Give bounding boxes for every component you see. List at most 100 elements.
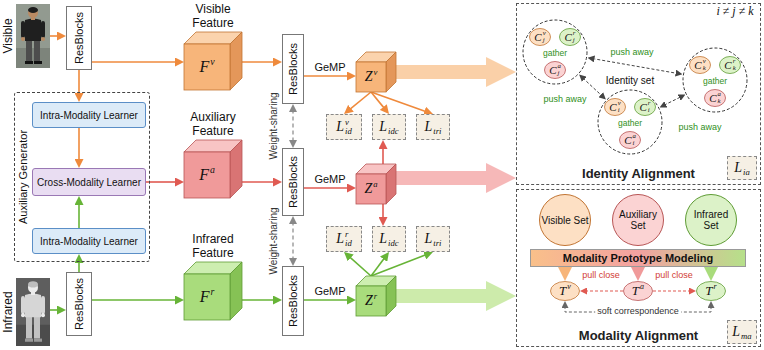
script-slot: v — [618, 100, 621, 107]
script-slot: r — [648, 100, 651, 107]
resblock: ResBlocks — [66, 6, 92, 70]
superscript: r — [210, 286, 214, 297]
math-symbol: T — [705, 284, 712, 297]
person-photo — [16, 4, 50, 68]
loss-box: Lrid — [326, 226, 362, 252]
loss-box: Lidc — [372, 114, 406, 140]
connector — [242, 181, 276, 183]
math-label: Tr — [705, 283, 716, 299]
subscript: ma — [741, 331, 752, 341]
ellipse-fill — [605, 99, 626, 116]
math-scripts: vj — [543, 30, 546, 44]
cube-side — [230, 140, 242, 198]
script-slot: ma — [741, 332, 752, 341]
script-slot: r — [210, 287, 214, 297]
script-slot: v — [703, 58, 706, 65]
dashed-circle — [598, 90, 662, 154]
person-hair — [28, 7, 38, 13]
text-holder: Cai — [619, 131, 641, 149]
connector — [653, 290, 691, 291]
embedding-cube: Zr — [356, 276, 396, 316]
math-scripts: vk — [703, 58, 706, 72]
set-label: Visible Set — [541, 215, 589, 226]
loss-box: Ltri — [416, 226, 450, 252]
ellipse-fill — [697, 282, 726, 301]
cube-face-text: Fa — [184, 152, 230, 198]
connector-label: GeMP — [314, 285, 345, 297]
connector-label: GeMP — [314, 61, 345, 73]
superscript: v — [567, 282, 571, 291]
text-holder: Lidc — [373, 115, 405, 139]
script-slot: v — [543, 30, 546, 37]
set-circle: Infrared Set — [685, 194, 737, 246]
math-label: Lidc — [379, 118, 398, 135]
connector — [382, 146, 384, 164]
math-scripts: aj — [557, 63, 560, 77]
math-label: Lia — [734, 159, 750, 176]
math-scripts: r — [210, 287, 214, 307]
loss-box: Lvid — [326, 114, 362, 140]
center-ellipse: Cai — [619, 131, 641, 149]
prototype-ellipse: Ta — [623, 281, 653, 301]
connector — [561, 267, 569, 271]
math-label: Fv — [199, 57, 214, 77]
math-symbol: C — [565, 32, 572, 43]
math-label: Tv — [559, 283, 571, 299]
set-label: Infrared Set — [687, 209, 735, 231]
center-ellipse: Cvk — [689, 56, 711, 74]
connector — [583, 78, 603, 96]
feature-cube: FrInfrared Feature — [184, 262, 242, 320]
ellipse-fill — [530, 29, 551, 46]
subscript: k — [733, 64, 736, 71]
script-slot: ia — [743, 168, 750, 177]
person-leg — [26, 315, 32, 338]
script-slot: r — [733, 58, 736, 65]
connector — [50, 309, 60, 311]
person-photo — [16, 278, 50, 346]
center-ellipse: Cvi — [604, 98, 626, 116]
connector — [396, 289, 495, 303]
cube-side — [230, 32, 242, 90]
person-shoe — [25, 61, 33, 64]
math-scripts: r — [374, 292, 377, 309]
math-symbol: Z — [365, 70, 373, 84]
superscript: v — [345, 117, 349, 127]
resblock: ResBlocks — [282, 148, 304, 216]
connector — [92, 299, 178, 301]
text-holder: Modality Prototype Modeling — [531, 250, 745, 266]
text-holder: Cri — [634, 98, 656, 116]
script-slot — [714, 291, 717, 299]
script-slot: id — [345, 127, 352, 136]
math-symbol: L — [379, 120, 387, 134]
text-holder: Intra-Modality Learner — [33, 103, 145, 127]
math-scripts: vi — [618, 100, 621, 114]
script-slot — [567, 291, 571, 299]
script-slot: a — [632, 133, 635, 140]
superscript: a — [373, 179, 377, 189]
connector — [242, 61, 276, 63]
dashed-circle — [523, 20, 587, 84]
ellipse-fill — [720, 57, 741, 74]
loss-box: Lma — [727, 320, 757, 344]
script-slot: r — [345, 230, 352, 239]
math-label: Crk — [724, 58, 735, 72]
connector — [92, 61, 178, 63]
connector — [304, 75, 350, 77]
center-ellipse: Cvj — [529, 28, 551, 46]
connector — [242, 299, 276, 301]
connector-label: GeMP — [314, 173, 345, 185]
text-holder: Auxiliary Set — [612, 194, 664, 246]
script-slot: r — [714, 283, 717, 291]
text-holder: Cross-Modality Learner — [33, 169, 145, 195]
math-label: Za — [364, 180, 377, 197]
math-label: Crj — [565, 30, 576, 44]
math-label: Fa — [199, 165, 215, 185]
resblock: ResBlocks — [66, 272, 92, 336]
script-slot: tri — [433, 127, 441, 136]
script-slot: k — [717, 98, 720, 105]
person-leg — [34, 39, 40, 61]
math-scripts: v — [567, 283, 571, 299]
math-label: Cvk — [694, 58, 705, 72]
script-slot: v — [373, 68, 377, 77]
math-symbol: L — [732, 325, 740, 339]
